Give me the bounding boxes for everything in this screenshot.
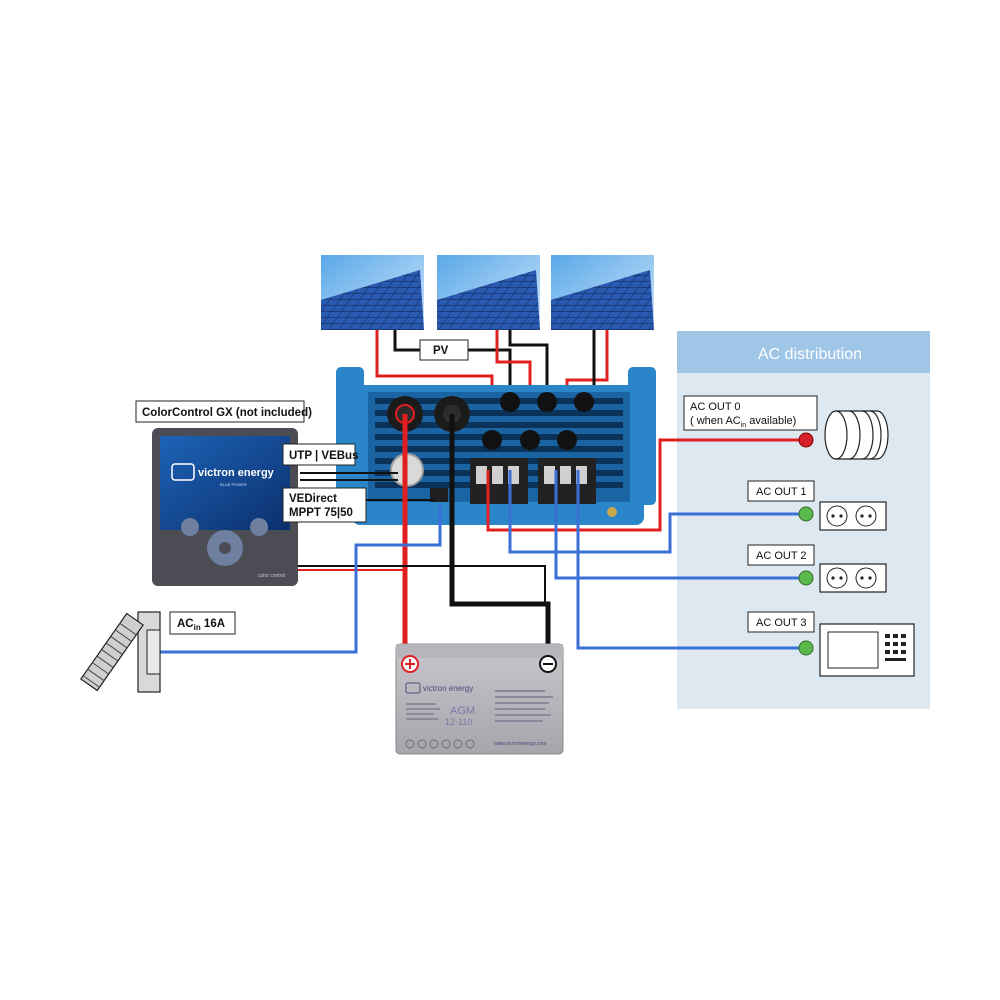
ac-out3-dot: [798, 640, 814, 656]
schuko-socket-icon: [819, 501, 887, 531]
ac-out0-label-box: AC OUT 0 ( when ACin available): [683, 395, 818, 431]
ac-out0-line2: ( when ACin available): [690, 415, 796, 429]
ac-out2-label: AC OUT 2: [756, 550, 807, 562]
gx-tagline: BLUE POWER: [220, 482, 247, 487]
ac-out-wires: [486, 438, 806, 650]
gx-power-wires: [298, 565, 546, 604]
plug-icon: [80, 611, 161, 693]
vedirect-line2: MPPT 75|50: [289, 507, 353, 519]
ac-distribution-title: AC distribution: [758, 346, 862, 363]
ac-out1-dot: [798, 506, 814, 522]
ac-out1-label: AC OUT 1: [756, 486, 807, 498]
pv-label: PV: [433, 345, 449, 357]
battery-url: www.victronenergy.com: [494, 741, 546, 747]
pv-label-box: PV: [419, 339, 469, 361]
battery-model-line1: AGM: [450, 705, 475, 717]
battery-brand: victron energy: [423, 684, 473, 693]
battery-model-line2: 12-110: [445, 717, 472, 727]
inverter-icon: [336, 367, 656, 525]
schuko-socket-icon: [819, 563, 887, 593]
ac-in-wire: [160, 505, 442, 654]
ac-out3-label-box: AC OUT 3: [747, 611, 815, 633]
colorcontrol-label-box: ColorControl GX (not included): [135, 400, 312, 423]
solar-panel-icon: [321, 255, 424, 330]
battery-icon: victron energy AGM 12-110 www.victronene…: [395, 643, 564, 755]
gx-footer: color control: [258, 573, 285, 579]
battery-cables: [402, 414, 551, 650]
gx-brand: victron energy: [198, 467, 275, 479]
color-control-gx-icon: victron energy BLUE POWER color control: [152, 428, 298, 586]
ac-out1-label-box: AC OUT 1: [747, 480, 815, 502]
utp-vebus-label: UTP | VEBus: [289, 450, 358, 462]
acin-label-box: ACin 16A: [169, 611, 236, 635]
colorcontrol-label: ColorControl GX (not included): [142, 407, 312, 419]
cable-reel-icon: [824, 410, 889, 460]
acin-label: ACin 16A: [177, 618, 225, 632]
solar-panel-icon: [551, 255, 654, 330]
vedirect-label-box: VEDirect MPPT 75|50: [282, 487, 367, 523]
ac-out3-label: AC OUT 3: [756, 617, 807, 629]
ac-out2-dot: [798, 570, 814, 586]
microwave-icon: [819, 623, 915, 677]
vedirect-line1: VEDirect: [289, 493, 337, 505]
ac-out0-line1: AC OUT 0: [690, 401, 741, 413]
ac-out2-label-box: AC OUT 2: [747, 544, 815, 566]
utp-vebus-label-box: UTP | VEBus: [282, 443, 358, 466]
ac-out0-dot: [798, 432, 814, 448]
solar-panel-icon: [437, 255, 540, 330]
